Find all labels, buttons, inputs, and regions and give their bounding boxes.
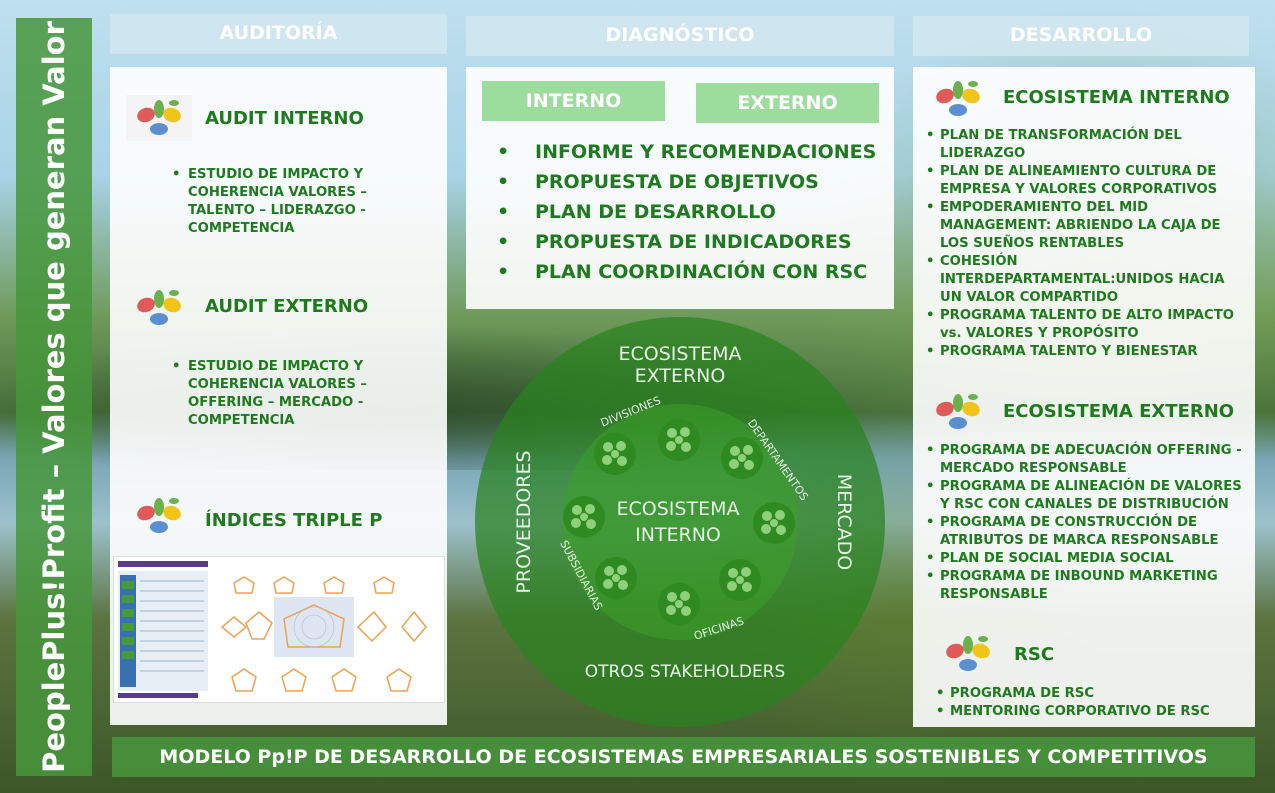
- unit-cluster-icon: [719, 559, 761, 601]
- audit-interno-title: AUDIT INTERNO: [205, 108, 364, 129]
- leaf-logo-icon: [936, 394, 980, 429]
- ecosistema-interno-list: PLAN DE TRANSFORMACIÓN DEL LIDERAZGO PLA…: [926, 127, 1246, 361]
- unit-cluster-icon: [721, 437, 763, 479]
- diagnostico-item: PLAN COORDINACIÓN CON RSC: [493, 257, 883, 287]
- unit-cluster-icon: [658, 583, 700, 625]
- leaf-logo-icon: [126, 95, 192, 141]
- audit-externo-title: AUDIT EXTERNO: [205, 296, 369, 317]
- footer-banner: MODELO Pp!P DE DESARROLLO DE ECOSISTEMAS…: [112, 737, 1255, 777]
- rsc-item: PROGRAMA DE RSC: [936, 685, 1246, 703]
- diagnostico-item: PROPUESTA DE INDICADORES: [493, 227, 883, 257]
- ecosistema-externo-list: PROGRAMA DE ADECUACIÓN OFFERING - MERCAD…: [926, 442, 1246, 604]
- diagnostico-list: INFORME Y RECOMENDACIONES PROPUESTA DE O…: [493, 137, 883, 287]
- audit-interno-list: ESTUDIO DE IMPACTO Y COHERENCIA VALORES …: [172, 166, 412, 238]
- leaf-logo-icon: [137, 290, 181, 325]
- rsc-item: MENTORING CORPORATIVO DE RSC: [936, 703, 1246, 721]
- audit-externo-list: ESTUDIO DE IMPACTO Y COHERENCIA VALORES …: [172, 358, 412, 430]
- unit-cluster-icon: [563, 496, 605, 538]
- header-diagnostico: DIAGNÓSTICO: [466, 16, 894, 56]
- ecosistema-interno-item: PROGRAMA TALENTO Y BIENESTAR: [926, 343, 1246, 361]
- ecosistema-externo-item: PROGRAMA DE CONSTRUCCIÓN DE ATRIBUTOS DE…: [926, 514, 1246, 550]
- audit-externo-bullet: ESTUDIO DE IMPACTO Y COHERENCIA VALORES …: [172, 358, 412, 430]
- inner-label-1: ECOSISTEMA: [617, 498, 740, 520]
- tab-interno[interactable]: INTERNO: [482, 81, 665, 121]
- ecosistema-externo-item: PROGRAMA DE ALINEACIÓN DE VALORES Y RSC …: [926, 478, 1246, 514]
- indices-triple-title: ÍNDICES TRIPLE P: [205, 510, 383, 531]
- outer-top-label-2: EXTERNO: [635, 365, 726, 387]
- unit-cluster-icon: [753, 502, 795, 544]
- side-title: PeoplePlus!Profit – Valores que generan …: [37, 21, 71, 773]
- ecosistema-interno-item: PLAN DE ALINEAMIENTO CULTURA DE EMPRESA …: [926, 163, 1246, 199]
- triple-p-dashboard-thumbnail: [113, 556, 445, 703]
- diagnostico-item: INFORME Y RECOMENDACIONES: [493, 137, 883, 167]
- side-title-bar: PeoplePlus!Profit – Valores que generan …: [16, 18, 92, 776]
- inner-label-2: INTERNO: [635, 524, 721, 546]
- mercado-label: MERCADO: [833, 474, 855, 571]
- header-desarrollo: DESARROLLO: [913, 16, 1249, 56]
- audit-interno-bullet: ESTUDIO DE IMPACTO Y COHERENCIA VALORES …: [172, 166, 412, 238]
- ecosistema-interno-item: COHESIÓN INTERDEPARTAMENTAL:UNIDOS HACIA…: [926, 253, 1246, 307]
- unit-cluster-icon: [658, 419, 700, 461]
- diagnostico-item: PROPUESTA DE OBJETIVOS: [493, 167, 883, 197]
- ecosistema-interno-item: EMPODERAMIENTO DEL MID MANAGEMENT: ABRIE…: [926, 199, 1246, 253]
- ecosistema-externo-item: PROGRAMA DE INBOUND MARKETING RESPONSABL…: [926, 568, 1246, 604]
- unit-cluster-icon: [595, 557, 637, 599]
- leaf-logo-icon: [946, 636, 990, 671]
- proveedores-label: PROVEEDORES: [513, 450, 535, 593]
- ecosistema-interno-title: ECOSISTEMA INTERNO: [1003, 87, 1230, 108]
- rsc-list: PROGRAMA DE RSC MENTORING CORPORATIVO DE…: [936, 685, 1246, 721]
- ecosystem-diagram: ECOSISTEMA EXTERNO PROVEEDORES MERCADO O…: [475, 317, 885, 727]
- tab-externo[interactable]: EXTERNO: [696, 83, 879, 123]
- ecosistema-externo-title: ECOSISTEMA EXTERNO: [1003, 401, 1235, 422]
- leaf-logo-icon: [936, 81, 980, 116]
- leaf-logo-icon: [137, 498, 181, 533]
- diagnostico-item: PLAN DE DESARROLLO: [493, 197, 883, 227]
- unit-cluster-icon: [594, 433, 636, 475]
- ecosistema-externo-item: PROGRAMA DE ADECUACIÓN OFFERING - MERCAD…: [926, 442, 1246, 478]
- outer-top-label-1: ECOSISTEMA: [619, 343, 742, 365]
- unit-icons: [563, 419, 795, 625]
- header-auditoria: AUDITORÍA: [110, 14, 447, 54]
- rsc-title: RSC: [1014, 644, 1055, 665]
- ecosistema-interno-item: PROGRAMA TALENTO DE ALTO IMPACTO vs. VAL…: [926, 307, 1246, 343]
- ecosistema-externo-item: PLAN DE SOCIAL MEDIA SOCIAL: [926, 550, 1246, 568]
- otros-stakeholders-label: OTROS STAKEHOLDERS: [585, 662, 786, 682]
- ecosistema-interno-item: PLAN DE TRANSFORMACIÓN DEL LIDERAZGO: [926, 127, 1246, 163]
